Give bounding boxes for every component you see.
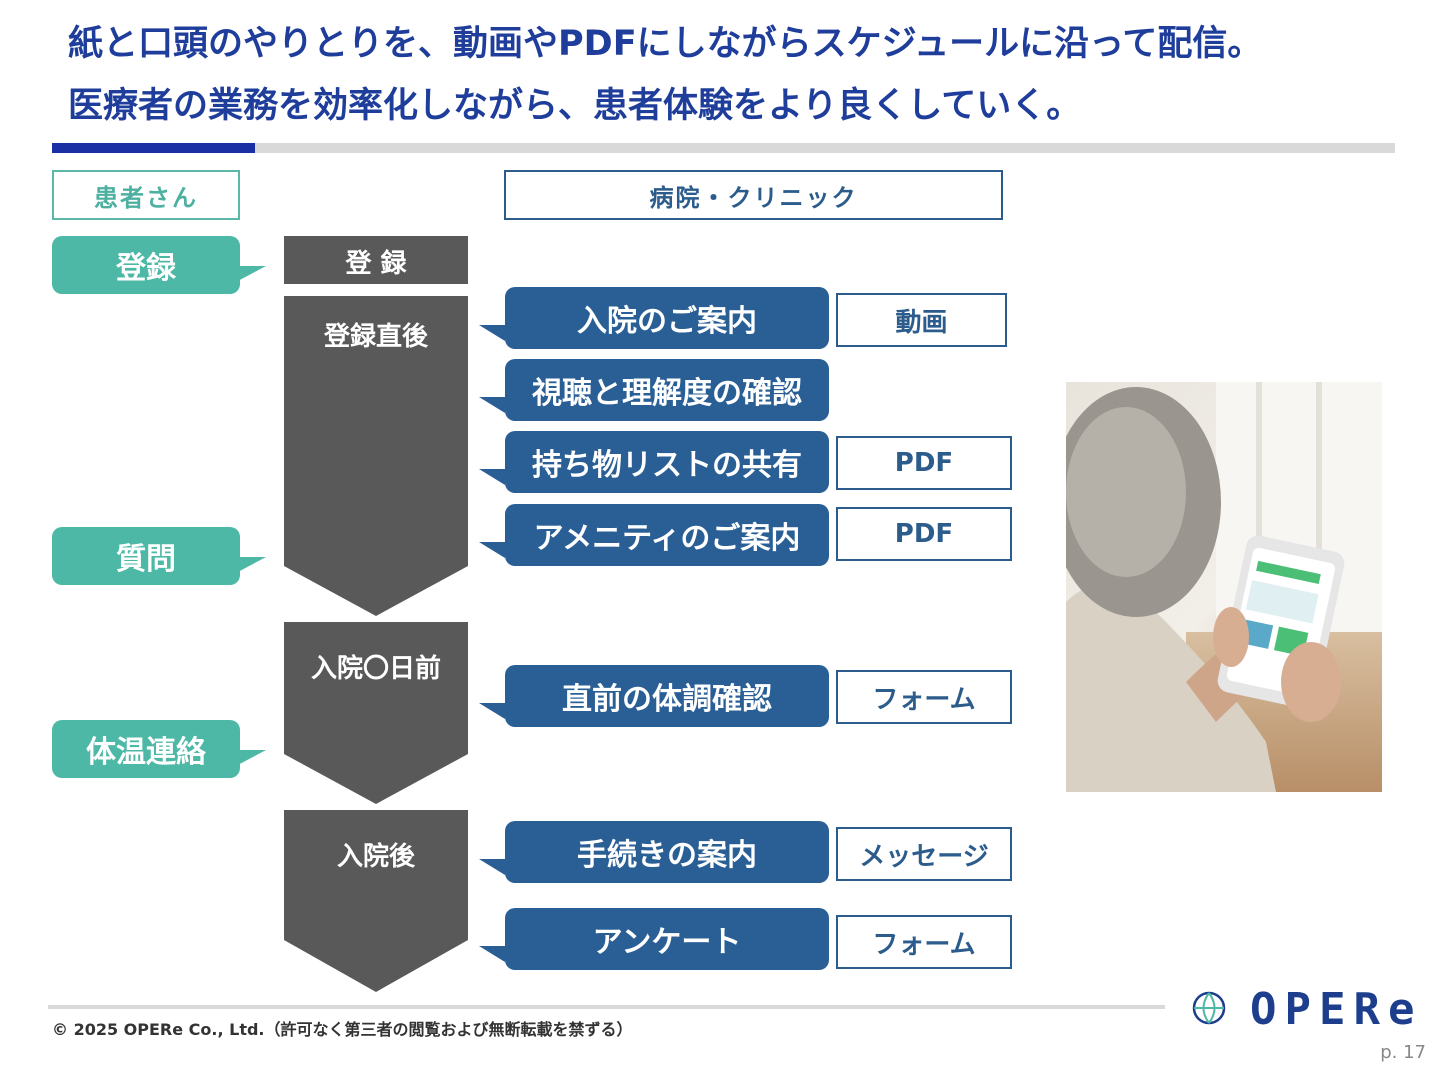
title-underline [52,143,1395,153]
tag-form-health: フォーム [836,670,1012,724]
page-number: p. 17 [1380,1042,1426,1063]
page-title-line-2: 医療者の業務を効率化しながら、患者体験をより良くしていく。 [68,86,1082,126]
phase-label-register: 登 録 [345,249,407,279]
column-header-hospital: 病院・クリニック [504,170,1003,220]
phase-after-register-arrow [284,296,468,616]
phase-label-days-before: 入院〇日前 [310,654,441,684]
phase-after-admission-arrow [284,810,468,992]
elderly-person-smartphone-photo [1066,382,1382,792]
footer-divider [48,1005,1165,1009]
tag-pdf-belongings: PDF [836,436,1012,490]
tag-message: メッセージ [836,827,1012,881]
opere-logo-icon [1192,991,1226,1025]
hospital-item-amenities: アメニティのご案内 [479,504,829,566]
phase-timeline [284,236,468,992]
phase-days-before-arrow [284,622,468,804]
hospital-item-health-check: 直前の体調確認 [479,665,829,727]
tag-pdf-amenities: PDF [836,507,1012,561]
patient-bubble-register: 登録 [52,236,266,294]
page-title-line-1: 紙と口頭のやりとりを、動画やPDFにしながらスケジュールに沿って配信。 [68,24,1263,64]
opere-logo-text: OPERe [1250,984,1423,1035]
copyright-text: © 2025 OPERe Co., Ltd.（許可なく第三者の閲覧および無断転載… [52,1020,633,1039]
phase-register-block [284,236,468,284]
column-header-patient: 患者さん [52,170,240,220]
phase-label-after-register: 登録直後 [323,322,428,352]
hospital-item-survey: アンケート [479,908,829,970]
patient-bubble-temperature: 体温連絡 [52,720,266,778]
title-underline-accent [52,143,255,153]
tag-form-survey: フォーム [836,915,1012,969]
hospital-item-view-check: 視聴と理解度の確認 [479,359,829,421]
hospital-item-procedures: 手続きの案内 [479,821,829,883]
hospital-item-belongings: 持ち物リストの共有 [479,431,829,493]
tag-video: 動画 [836,293,1007,347]
phase-label-after-admission: 入院後 [336,842,415,872]
patient-bubble-question: 質問 [52,527,266,585]
hospital-item-admission-guide: 入院のご案内 [479,287,829,349]
